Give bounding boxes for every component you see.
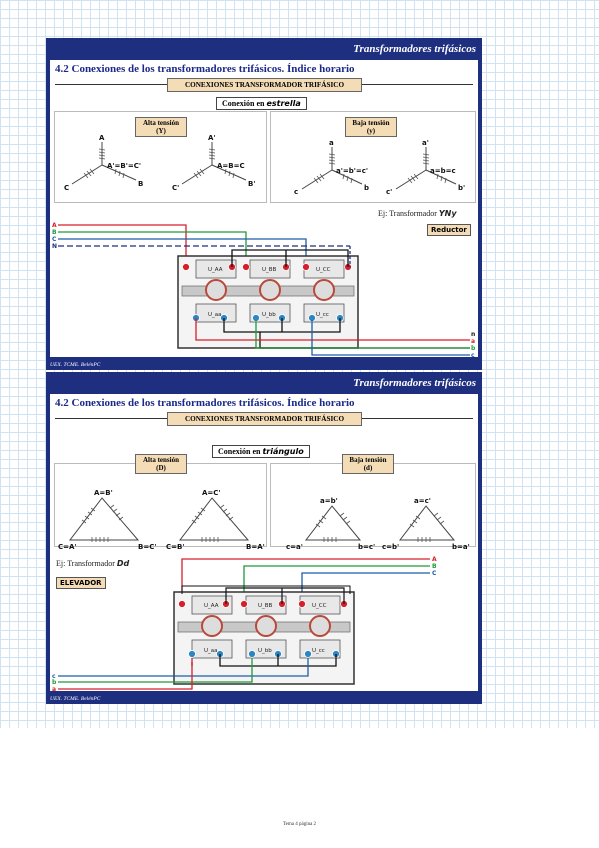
coil-label: U_bb — [258, 648, 272, 654]
line-label: b — [471, 345, 476, 352]
star-label: A — [99, 134, 105, 142]
baja-panel — [270, 463, 476, 547]
star-label: A'=B'=C' — [107, 162, 141, 170]
alta-tag: Alta tensión (Y) — [135, 117, 187, 137]
star-label: a'=b'=c' — [336, 167, 368, 175]
slide-banner: Transformadores trifásicos — [353, 377, 476, 389]
coil-label: U_AA — [208, 267, 223, 273]
badge: ELEVADOR — [56, 577, 106, 589]
connection-type-box: Conexión en estrella — [216, 97, 307, 110]
star-label: B — [138, 180, 143, 188]
line-label: A — [52, 222, 57, 229]
coil-label: U_BB — [262, 267, 277, 273]
slide-footer: UEX. TCME. BelénPC — [50, 362, 101, 368]
line-label: a — [52, 686, 56, 691]
example-code: Dd — [116, 559, 130, 568]
coil-label: U_AA — [204, 603, 219, 609]
delta-label: a=c' — [414, 497, 431, 505]
coil-label: U_CC — [312, 603, 327, 609]
baja-label: Baja tensión — [349, 456, 387, 464]
star-diagrams: A A'=B'=C' C B A' A=B=C C' B' a a'=b'=c'… — [52, 134, 476, 357]
example-text: Ej: Transformador Dd — [56, 559, 129, 568]
alta-panel — [54, 463, 267, 547]
alta-symbol: (D) — [156, 464, 166, 472]
star-label: c — [294, 188, 298, 196]
alta-label: Alta tensión — [143, 119, 179, 127]
badge: Reductor — [427, 224, 471, 236]
baja-symbol: (y) — [366, 127, 376, 135]
line-label: b — [52, 679, 57, 686]
line-label: N — [52, 243, 57, 250]
star-label: c' — [386, 188, 392, 196]
slide-body: 4.2 Conexiones de los transformadores tr… — [50, 60, 478, 357]
connection-type: estrella — [266, 99, 301, 108]
delta-label: b=a' — [452, 543, 470, 551]
star-label: a' — [422, 139, 429, 147]
slide-subtitle: CONEXIONES TRANSFORMADOR TRIFÁSICO — [167, 412, 362, 426]
coil-label: U_aa — [204, 648, 218, 654]
star-label: a=b=c — [430, 167, 456, 175]
star-label: A=B=C — [217, 162, 245, 170]
star-label: C — [64, 184, 69, 192]
coil-label: U_bb — [262, 312, 276, 318]
connection-prefix: Conexión en — [222, 99, 265, 108]
line-label: c — [52, 673, 56, 680]
delta-label: b=c' — [358, 543, 375, 551]
star-label: B' — [248, 180, 255, 188]
slide-title: 4.2 Conexiones de los transformadores tr… — [55, 63, 355, 75]
delta-label: a=b' — [320, 497, 338, 505]
delta-label: A=B' — [94, 489, 113, 497]
slide-banner: Transformadores trifásicos — [353, 43, 476, 55]
slide-footer: UEX. TCME. BelénPC — [50, 696, 101, 702]
delta-label: C=A' — [58, 543, 77, 551]
connection-type-box: Conexión en triángulo — [212, 445, 310, 458]
delta-label: B=A' — [246, 543, 265, 551]
baja-tag: Baja tensión (d) — [342, 454, 394, 474]
page-number: Tema 4 página 2 — [282, 822, 317, 827]
coil-label: U_cc — [316, 312, 329, 318]
line-label: C — [432, 570, 437, 577]
line-label: B — [432, 563, 437, 570]
coil-label: U_aa — [208, 312, 222, 318]
coil-label: U_cc — [312, 648, 325, 654]
line-label: n — [471, 331, 475, 338]
slide-body: 4.2 Conexiones de los transformadores tr… — [50, 394, 478, 691]
slide-subtitle: CONEXIONES TRANSFORMADOR TRIFÁSICO — [167, 78, 362, 92]
page-bottom-blank — [0, 728, 599, 848]
star-label: a — [329, 139, 334, 147]
delta-diagrams: A=B' C=A' B=C' A=C' C=B' B=A' a=b' c=a' … — [52, 489, 470, 691]
delta-label: c=b' — [382, 543, 399, 551]
line-label: c — [471, 352, 475, 357]
connection-type: triángulo — [262, 447, 304, 456]
slide-estrella: Transformadores trifásicos 4.2 Conexione… — [46, 38, 482, 370]
delta-label: C=B' — [166, 543, 184, 551]
example-text: Ej: Transformador YNy — [378, 209, 457, 218]
star-label: A' — [208, 134, 216, 142]
alta-label: Alta tensión — [143, 456, 179, 464]
alta-symbol: (Y) — [156, 127, 166, 135]
line-label: a — [471, 338, 475, 345]
star-label: C' — [172, 184, 179, 192]
example-code: YNy — [438, 209, 457, 218]
slide-triangulo: Transformadores trifásicos 4.2 Conexione… — [46, 372, 482, 704]
baja-symbol: (d) — [363, 464, 373, 472]
delta-label: B=C' — [138, 543, 156, 551]
baja-label: Baja tensión — [352, 119, 390, 127]
star-label: b — [364, 184, 369, 192]
line-label: A — [432, 556, 437, 563]
slide-title: 4.2 Conexiones de los transformadores tr… — [55, 397, 355, 409]
delta-label: c=a' — [286, 543, 303, 551]
line-label: B — [52, 229, 57, 236]
example-prefix: Ej: Transformador — [56, 559, 115, 568]
example-prefix: Ej: Transformador — [378, 209, 437, 218]
baja-tag: Baja tensión (y) — [345, 117, 397, 137]
star-label: b' — [458, 184, 465, 192]
coil-label: U_CC — [316, 267, 331, 273]
delta-label: A=C' — [202, 489, 221, 497]
coil-label: U_BB — [258, 603, 273, 609]
connection-prefix: Conexión en — [218, 447, 261, 456]
line-label: C — [52, 236, 57, 243]
alta-tag: Alta tensión (D) — [135, 454, 187, 474]
